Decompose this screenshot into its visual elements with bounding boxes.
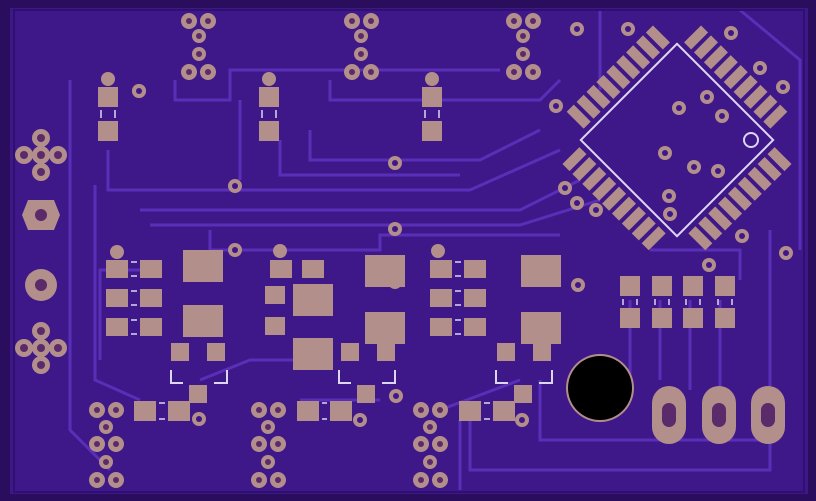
smd-silk-ticks: [131, 261, 490, 420]
clearance-lines: [13, 9, 805, 493]
mcu-pin1-marker: [743, 132, 759, 148]
large-pads-left: [22, 200, 60, 301]
header-holes-bottom: [94, 407, 443, 483]
top-resistor-silk: [100, 110, 440, 118]
mounting-hole: [566, 354, 634, 422]
pad-holes-left: [20, 134, 62, 369]
resistor-array-silk: [622, 299, 733, 305]
header-holes-top: [186, 18, 536, 75]
top-resistors: [98, 72, 442, 141]
resistor-array: [620, 276, 735, 328]
mcu-qfp: [562, 25, 792, 251]
driver-circuit-1: [106, 245, 225, 421]
driver-circuit-2: [265, 244, 405, 421]
slot-pads: [652, 386, 785, 444]
driver-silk: [170, 370, 553, 384]
driver-circuit-3: [430, 244, 561, 421]
